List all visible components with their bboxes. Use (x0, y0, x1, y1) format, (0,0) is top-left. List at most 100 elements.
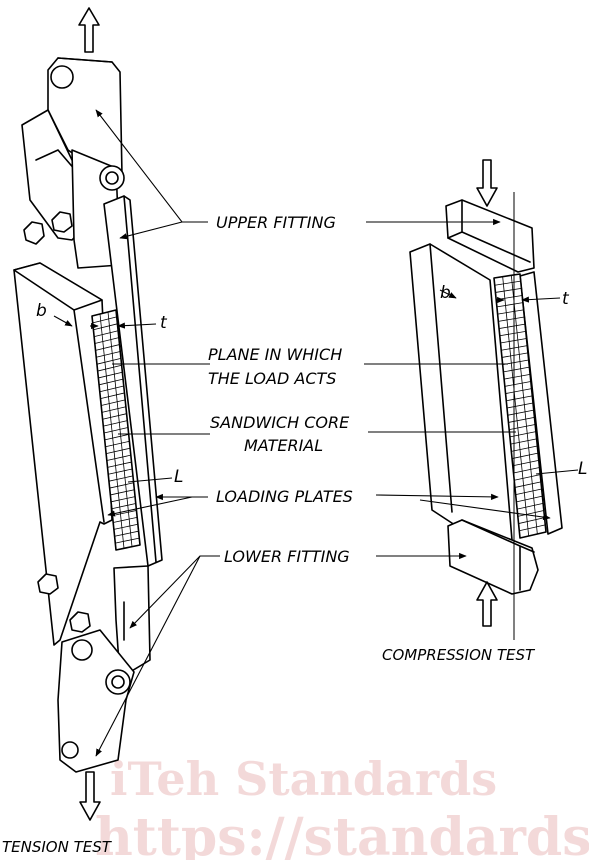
dim-b-compression: b (440, 283, 451, 303)
core-cell-row (518, 517, 545, 524)
upper-fitting-bore (50, 65, 74, 89)
core-cell-row (498, 316, 525, 322)
core-cell-row (497, 309, 524, 315)
bottom-push-arrow (476, 581, 498, 627)
bottom-pull-arrow (79, 771, 101, 821)
core-cell-row (115, 537, 140, 544)
lower-bolt-right (69, 611, 91, 633)
core-cell-row (113, 516, 138, 523)
core-cell-row (112, 510, 137, 516)
core-cell-row (495, 287, 522, 293)
loading-plates-label: LOADING PLATES (216, 487, 353, 506)
core-cell-row (507, 409, 534, 416)
core-cell-row (508, 416, 535, 423)
upper-bolt-right (51, 211, 73, 233)
core-cell-row (503, 366, 530, 373)
leader-lines (53, 109, 579, 757)
core-cell-row (97, 364, 122, 372)
lower-fitting-body (57, 629, 135, 773)
core-cell-row (101, 399, 126, 406)
core-cell-row (98, 371, 123, 379)
core-cell-row (499, 330, 526, 337)
tension-test-caption: TENSION TEST (2, 838, 113, 856)
core-cell-row (512, 459, 539, 467)
core-cell-row (110, 489, 135, 496)
upper-fitting-leader-2 (119, 221, 183, 240)
core-cell-row (504, 373, 531, 380)
core-cell-row (114, 530, 139, 537)
left-loading-plate-edge (73, 309, 105, 523)
upper-fitting-top-edge (57, 57, 113, 63)
t-dim-arrow-tension-a (117, 322, 157, 329)
core-cell-row (98, 378, 124, 386)
b-dim-arrow-tension (53, 315, 73, 327)
core-cell-row (501, 352, 529, 358)
t-dim-arrow-compression-a (521, 296, 561, 303)
core-cell-row (511, 445, 538, 452)
core-cell-row (94, 330, 119, 338)
upper-pin (99, 165, 125, 191)
lower-pin (105, 669, 131, 695)
core-cell-column (99, 313, 125, 549)
top-pull-arrow (78, 7, 100, 53)
core-cell-column (107, 311, 133, 547)
dim-b-tension: b (36, 301, 47, 321)
core-cell-row (96, 357, 122, 365)
labels: UPPER FITTING PLANE IN WHICH THE LOAD AC… (2, 213, 587, 856)
upper-fitting-label: UPPER FITTING (216, 213, 336, 232)
core-cell-row (96, 351, 121, 358)
core-cell-row (496, 302, 523, 308)
core-cell-row (505, 388, 532, 394)
dim-L-compression: L (578, 459, 587, 479)
plane-label-line2: THE LOAD ACTS (208, 369, 336, 388)
core-cell-row (103, 427, 129, 434)
core-cell-row (519, 524, 546, 532)
core-cell-row (104, 434, 129, 441)
core-label-line2: MATERIAL (244, 436, 323, 455)
core-cell-row (514, 481, 542, 488)
core-cell-row (106, 447, 131, 455)
compression-test-caption: COMPRESSION TEST (382, 646, 536, 664)
core-cell-row (111, 503, 136, 510)
core-cell-row (517, 502, 544, 510)
b-dim-arrow-compression (439, 289, 457, 299)
lower-block-edges (461, 519, 535, 591)
dim-L-tension: L (174, 467, 183, 487)
tension-core-grid (92, 311, 140, 549)
core-cell-row (95, 344, 120, 351)
watermark: iTeh Standards https://standards.iteh.ai (95, 752, 589, 860)
compression-core-grid (494, 275, 546, 537)
L-dim-leader-tension (127, 477, 173, 483)
upper-pin-center (105, 171, 119, 185)
dim-t-tension: t (160, 313, 168, 333)
core-cell-row (506, 402, 534, 409)
dim-t-compression: t (562, 289, 570, 309)
core-cell-row (516, 495, 543, 503)
core-cell-row (99, 385, 124, 393)
lower-fitting-label: LOWER FITTING (224, 547, 350, 566)
core-cell-row (102, 413, 127, 420)
core-cell-row (498, 323, 526, 329)
core-cell-row (511, 452, 539, 459)
core-cell-column (510, 275, 538, 535)
lower-fitting-leader-2 (95, 555, 201, 757)
tension-test-assembly (13, 7, 163, 821)
watermark-line1: iTeh Standards (110, 752, 497, 806)
compression-left-plate-edge (429, 243, 453, 513)
core-cell-row (517, 510, 544, 517)
core-cell-row (106, 454, 131, 461)
plane-label-line1: PLANE IN WHICH (208, 345, 342, 364)
core-cell-row (103, 420, 128, 427)
left-loading-plate-top (13, 262, 103, 311)
lower-bolt-left (37, 573, 59, 595)
compression-right-plate (519, 271, 563, 535)
core-cell-row (513, 467, 540, 474)
core-cell-row (109, 482, 134, 489)
right-loading-plate-edge (123, 195, 157, 563)
core-cell-row (514, 474, 541, 481)
core-cell-row (108, 475, 134, 482)
loading-plates-leader-4 (419, 499, 551, 521)
lower-fitting-bore-top (71, 639, 93, 661)
core-cell-column (502, 276, 530, 537)
